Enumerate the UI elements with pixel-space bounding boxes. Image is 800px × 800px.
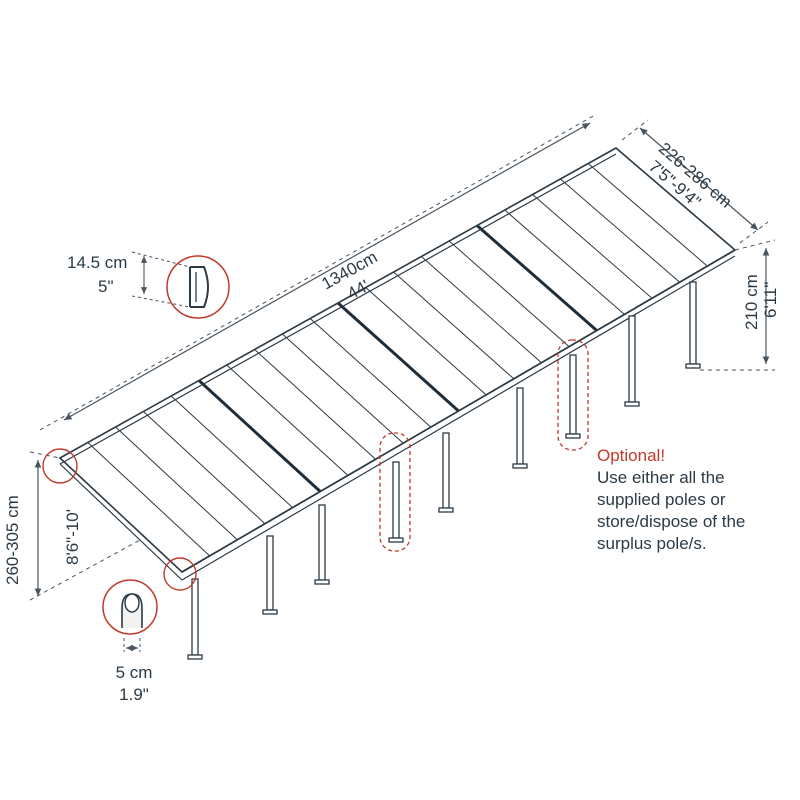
roof-panel-line xyxy=(226,364,349,476)
post-foot xyxy=(314,579,330,585)
post-foot xyxy=(262,609,278,615)
roof-panel-line xyxy=(476,224,598,332)
post-foot xyxy=(624,401,640,407)
optional-note-line: supplied poles or xyxy=(597,490,726,509)
optional-pole-highlight-2 xyxy=(557,339,589,451)
optional-note-line: Use either all the xyxy=(597,468,725,487)
roof-panel-line xyxy=(393,271,515,380)
support-post xyxy=(628,315,636,403)
roof-panel-line xyxy=(336,301,460,413)
front-height-ft-label: 8'6"-10' xyxy=(63,508,82,565)
front-height-cm-label: 260-305 cm xyxy=(3,495,22,585)
roof-panel-line xyxy=(448,240,570,347)
roof-panel-line xyxy=(532,194,653,299)
roof-panel-line xyxy=(115,426,238,541)
support-post xyxy=(689,281,697,365)
support-post xyxy=(442,432,450,509)
roof-panel-line xyxy=(504,209,625,315)
support-post xyxy=(318,504,326,581)
gutter-cm-label: 14.5 cm xyxy=(67,253,128,272)
gutter-detail-circle xyxy=(166,255,230,319)
post-foot xyxy=(565,433,581,439)
support-post xyxy=(516,387,524,465)
back-height-dimension xyxy=(700,239,776,371)
optional-pole-highlight-1 xyxy=(379,432,411,552)
pole-detail-circle xyxy=(102,579,158,635)
roof-panel-line xyxy=(282,333,404,444)
roof-panel-line xyxy=(309,318,432,428)
optional-note-title: Optional! xyxy=(597,446,666,465)
post-foot xyxy=(438,507,454,513)
post-foot xyxy=(685,363,701,369)
pole-cm-label: 5 cm xyxy=(115,663,153,682)
support-post xyxy=(191,578,199,656)
back-height-cm-label: 210 cm xyxy=(742,274,761,330)
corner-circle-front xyxy=(163,557,197,591)
roof-panel-line xyxy=(254,349,376,460)
roof-panel-line xyxy=(365,287,487,396)
wall-bar xyxy=(59,153,617,465)
roof-panel-line xyxy=(560,178,681,283)
width-dimension xyxy=(621,119,769,244)
roof-panel-line xyxy=(170,395,293,508)
roof-panel-line xyxy=(197,379,322,493)
support-post xyxy=(392,461,400,539)
roof-panel-line xyxy=(421,256,542,364)
roof-panel-line xyxy=(143,411,266,525)
gutter-in-label: 5" xyxy=(98,277,114,296)
support-post xyxy=(266,535,274,611)
post-foot xyxy=(187,654,203,660)
pole-detail xyxy=(102,579,158,652)
post-foot xyxy=(512,463,528,469)
gutter-profile xyxy=(190,266,209,308)
optional-note: Optional! Use either all the supplied po… xyxy=(597,445,745,555)
back-height-ft-label: 6'11" xyxy=(761,281,780,318)
roof-panel-line xyxy=(87,442,210,557)
optional-note-line: surplus pole/s. xyxy=(597,534,707,553)
pole-in-label: 1.9" xyxy=(119,685,149,704)
left-edge-lower xyxy=(59,463,183,581)
support-post xyxy=(569,354,577,435)
length-dimension xyxy=(39,114,596,431)
optional-note-line: store/dispose of the xyxy=(597,512,746,531)
corner-circle-left xyxy=(42,448,78,484)
front-height-dimension xyxy=(29,451,141,601)
post-foot xyxy=(388,537,404,543)
gutter-detail xyxy=(131,251,230,319)
